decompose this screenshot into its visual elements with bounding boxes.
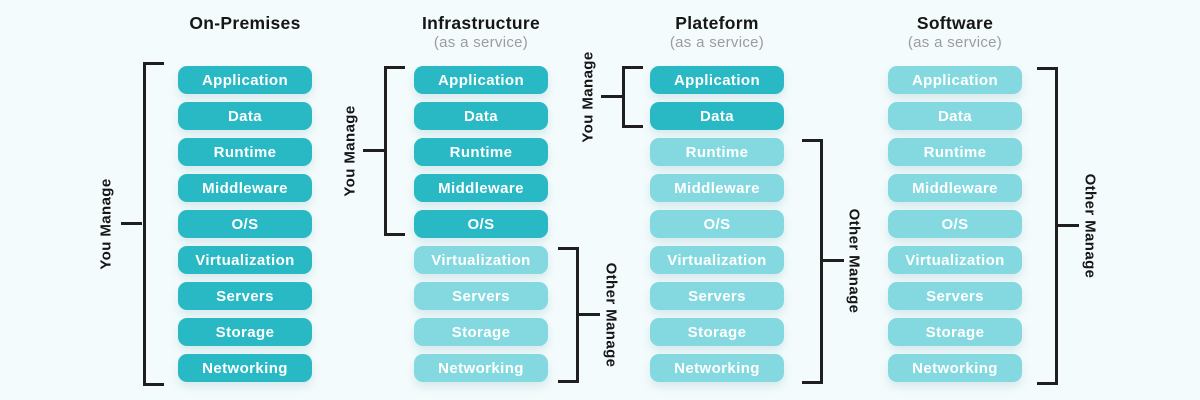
on-premises-you-manage-bracket	[143, 62, 164, 386]
layer-middleware: Middleware	[888, 174, 1022, 202]
stack-on-premises: Application Data Runtime Middleware O/S …	[178, 66, 312, 390]
layer-os: O/S	[888, 210, 1022, 238]
layer-servers: Servers	[650, 282, 784, 310]
layer-data: Data	[414, 102, 548, 130]
stack-plateform: Application Data Runtime Middleware O/S …	[650, 66, 784, 390]
infrastructure-other-manage-tick	[579, 313, 600, 316]
infrastructure-other-manage-label: Other Manage	[602, 262, 620, 368]
column-subtitle-plateform: (as a service)	[669, 34, 765, 51]
stack-infrastructure: Application Data Runtime Middleware O/S …	[414, 66, 548, 390]
software-other-manage-tick	[1058, 224, 1079, 227]
layer-runtime: Runtime	[888, 138, 1022, 166]
layer-storage: Storage	[650, 318, 784, 346]
layer-middleware: Middleware	[414, 174, 548, 202]
plateform-other-manage-tick	[823, 259, 844, 262]
layer-middleware: Middleware	[178, 174, 312, 202]
layer-virtualization: Virtualization	[414, 246, 548, 274]
column-title-infrastructure: Infrastructure	[422, 13, 540, 33]
column-title-software: Software	[916, 13, 994, 33]
layer-storage: Storage	[414, 318, 548, 346]
layer-servers: Servers	[178, 282, 312, 310]
plateform-other-manage-label: Other Manage	[845, 208, 863, 314]
stack-software: Application Data Runtime Middleware O/S …	[888, 66, 1022, 390]
layer-virtualization: Virtualization	[888, 246, 1022, 274]
layer-middleware: Middleware	[650, 174, 784, 202]
plateform-you-manage-label: You Manage	[579, 51, 597, 143]
layer-runtime: Runtime	[650, 138, 784, 166]
infrastructure-other-manage-bracket	[558, 247, 579, 383]
software-other-manage-label: Other Manage	[1081, 173, 1099, 279]
column-subtitle-infrastructure: (as a service)	[433, 34, 529, 51]
layer-data: Data	[178, 102, 312, 130]
layer-application: Application	[178, 66, 312, 94]
infrastructure-you-manage-tick	[363, 149, 384, 152]
layer-networking: Networking	[178, 354, 312, 382]
layer-storage: Storage	[888, 318, 1022, 346]
layer-os: O/S	[650, 210, 784, 238]
layer-os: O/S	[414, 210, 548, 238]
layer-runtime: Runtime	[414, 138, 548, 166]
layer-networking: Networking	[414, 354, 548, 382]
layer-runtime: Runtime	[178, 138, 312, 166]
layer-os: O/S	[178, 210, 312, 238]
layer-virtualization: Virtualization	[650, 246, 784, 274]
infrastructure-you-manage-label: You Manage	[341, 105, 359, 197]
plateform-you-manage-bracket	[622, 66, 643, 128]
layer-application: Application	[888, 66, 1022, 94]
plateform-you-manage-tick	[601, 95, 622, 98]
layer-storage: Storage	[178, 318, 312, 346]
layer-application: Application	[650, 66, 784, 94]
layer-servers: Servers	[888, 282, 1022, 310]
layer-virtualization: Virtualization	[178, 246, 312, 274]
column-title-on-premises: On-Premises	[189, 13, 301, 33]
software-other-manage-bracket	[1037, 67, 1058, 385]
layer-servers: Servers	[414, 282, 548, 310]
layer-application: Application	[414, 66, 548, 94]
on-premises-you-manage-label: You Manage	[97, 178, 115, 270]
column-subtitle-software: (as a service)	[907, 34, 1003, 51]
infrastructure-you-manage-bracket	[384, 66, 405, 236]
column-title-plateform: Plateform	[675, 13, 759, 33]
layer-networking: Networking	[888, 354, 1022, 382]
layer-networking: Networking	[650, 354, 784, 382]
plateform-other-manage-bracket	[802, 139, 823, 384]
layer-data: Data	[888, 102, 1022, 130]
on-premises-you-manage-tick	[121, 222, 142, 225]
layer-data: Data	[650, 102, 784, 130]
